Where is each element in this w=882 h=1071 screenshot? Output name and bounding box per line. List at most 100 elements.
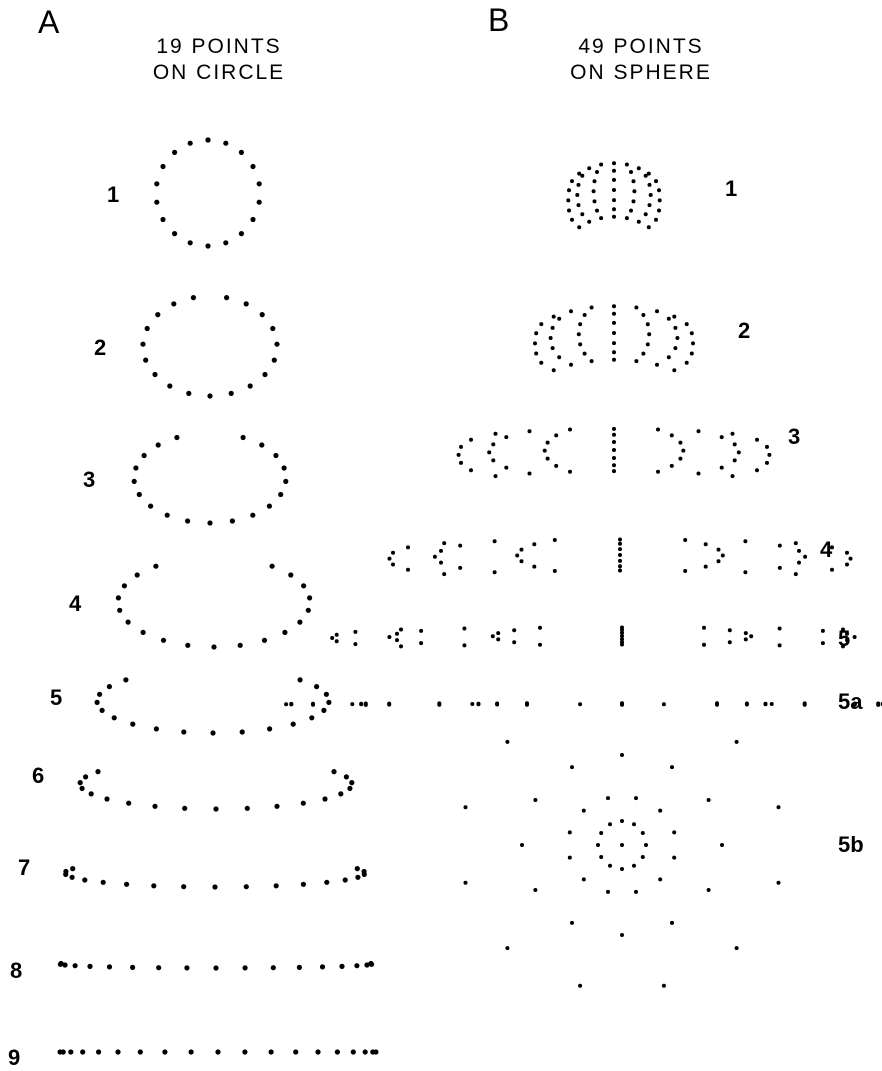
panel-a-row-3-point	[281, 465, 287, 471]
panel-b-row-5-point	[777, 626, 782, 631]
panel-a-row-3-point	[136, 491, 142, 498]
panel-a-row-3-point	[207, 520, 213, 526]
panel-a-row-9-point	[80, 1049, 86, 1055]
panel-b-5b-outer-ring-point	[606, 889, 610, 894]
panel-b-row-2-point	[534, 331, 539, 336]
panel-b-row-5-point	[334, 632, 339, 637]
panel-b-row-5-point	[702, 642, 706, 647]
panel-b-row-4-point	[492, 570, 497, 575]
panel-a-row-4-point	[305, 607, 311, 613]
panel-b-row-1-point	[624, 216, 629, 221]
panel-a-row-3-point	[133, 465, 139, 471]
panel-a-title: 19 POINTS ON CIRCLE	[89, 34, 349, 86]
panel-b-row-6-point	[311, 702, 315, 707]
panel-a-row-6-point	[79, 785, 85, 792]
panel-b-row-3-point	[612, 448, 616, 452]
panel-b-5b-inner-ring-point	[608, 822, 612, 827]
panel-a-row-label-2: 2	[94, 335, 107, 360]
panel-b-row-2-point	[689, 331, 694, 336]
panel-a-row-5-point	[123, 677, 129, 683]
panel-b-row-1-point	[647, 182, 652, 187]
panel-b-row-2-point	[641, 351, 646, 356]
panel-b-row-3-point	[504, 435, 509, 440]
panel-b-row-2-point	[612, 331, 616, 335]
panel-b-row-4-point	[618, 568, 622, 573]
panel-a-row-8-point	[354, 963, 360, 969]
panel-b-row-5-point	[490, 634, 495, 639]
panel-a-row-2-point	[224, 295, 230, 301]
panel-b-5b-outer-ring-point	[634, 889, 638, 894]
panel-b-row-1-point	[612, 214, 616, 219]
panel-b-row-6-point	[802, 702, 807, 707]
panel-a-row-8-point	[156, 965, 162, 971]
panel-a-row-8-point	[270, 965, 276, 971]
panel-a-row-5-point	[111, 715, 117, 721]
panel-b-row-4-point	[618, 564, 622, 569]
panel-b-row-3-point	[527, 429, 532, 434]
panel-b-row-5-point	[845, 638, 849, 643]
panel-b-row-2-point	[569, 362, 573, 367]
panel-b-row-3-point	[767, 452, 772, 457]
panel-a-row-6-point	[244, 805, 250, 811]
panel-a-row-label-1: 1	[107, 182, 120, 207]
panel-a-row-4-point	[153, 563, 159, 569]
panel-b-row-1-point	[632, 189, 637, 194]
panel-b-row-4-point	[618, 553, 622, 557]
panel-b-row-1-point	[566, 198, 571, 203]
panel-b-row-1-point	[612, 168, 616, 173]
panel-b-row-4-point	[618, 537, 622, 542]
panel-a-row-2-point	[243, 301, 249, 307]
panel-b-row-4-point	[458, 565, 463, 570]
panel-b-5b-inner-ring-point	[632, 863, 636, 868]
panel-b-row-2-point	[557, 355, 562, 360]
panel-a-row-2-point	[259, 312, 265, 318]
panel-a-row-9-point	[362, 1049, 368, 1055]
panel-a-row-6-point	[300, 800, 306, 806]
panel-a-row-1-point	[256, 181, 262, 187]
panel-b-5b-outer-ring-point	[463, 805, 468, 810]
panel-b-row-3-point	[612, 469, 616, 474]
panel-b-row-4-point	[848, 556, 853, 561]
panel-b-row-1-point	[631, 199, 636, 204]
panel-a-row-4-point	[160, 637, 167, 643]
panel-a-row-5-point	[239, 729, 245, 735]
panel-b-row-6-point	[769, 702, 774, 706]
panel-a-row-5-point	[210, 730, 216, 736]
panel-b-row-3-point	[491, 458, 496, 463]
panel-b-row-2-point	[647, 332, 652, 337]
panel-b-row-4-point	[777, 565, 782, 570]
panel-b-row-5-point	[727, 628, 732, 633]
panel-b-row-5-point	[399, 627, 403, 632]
panel-a-row-6-point	[349, 780, 355, 786]
panel-b-row-2-point	[582, 313, 587, 317]
panel-b-row-4-point	[519, 547, 524, 552]
panel-b-row-5-point	[395, 638, 399, 643]
panel-b-row-5-point	[496, 631, 501, 636]
panel-b-row-1-point	[657, 198, 662, 203]
panel-b-row-5-point	[538, 625, 542, 630]
panel-b-row-2-point	[666, 316, 671, 321]
panel-a-row-6-point	[77, 780, 83, 786]
panel-b-row-1-point	[646, 171, 651, 176]
panel-a-row-6-point	[88, 791, 94, 797]
panel-a-row-4-point	[185, 642, 191, 648]
panel-b-row-4-point	[432, 554, 437, 559]
panel-b-row-6-point	[437, 702, 442, 707]
panel-a-row-9-point	[293, 1049, 299, 1055]
panel-b-row-1-point	[643, 212, 648, 217]
panel-b-row-4-point	[458, 543, 463, 548]
panel-a-row-3-point	[266, 503, 272, 509]
panel-a-row-7-point	[100, 879, 106, 885]
panel-a-row-2-point	[247, 383, 253, 389]
panel-b-row-4-point	[387, 556, 392, 561]
panel-b-row-2-point	[691, 341, 695, 346]
panel-b-5b-outer-ring-point	[620, 753, 624, 757]
panel-b-row-label-5a: 5a	[838, 689, 863, 714]
panel-a-row-5-point	[97, 691, 103, 697]
panel-a-row-3-point	[131, 478, 137, 484]
panel-b-row-3-point	[732, 458, 737, 463]
panel-b-title-line2: ON SPHERE	[570, 61, 712, 84]
panel-b-5b-inner-ring-point	[620, 819, 624, 823]
panel-a-row-3-point	[278, 491, 284, 498]
